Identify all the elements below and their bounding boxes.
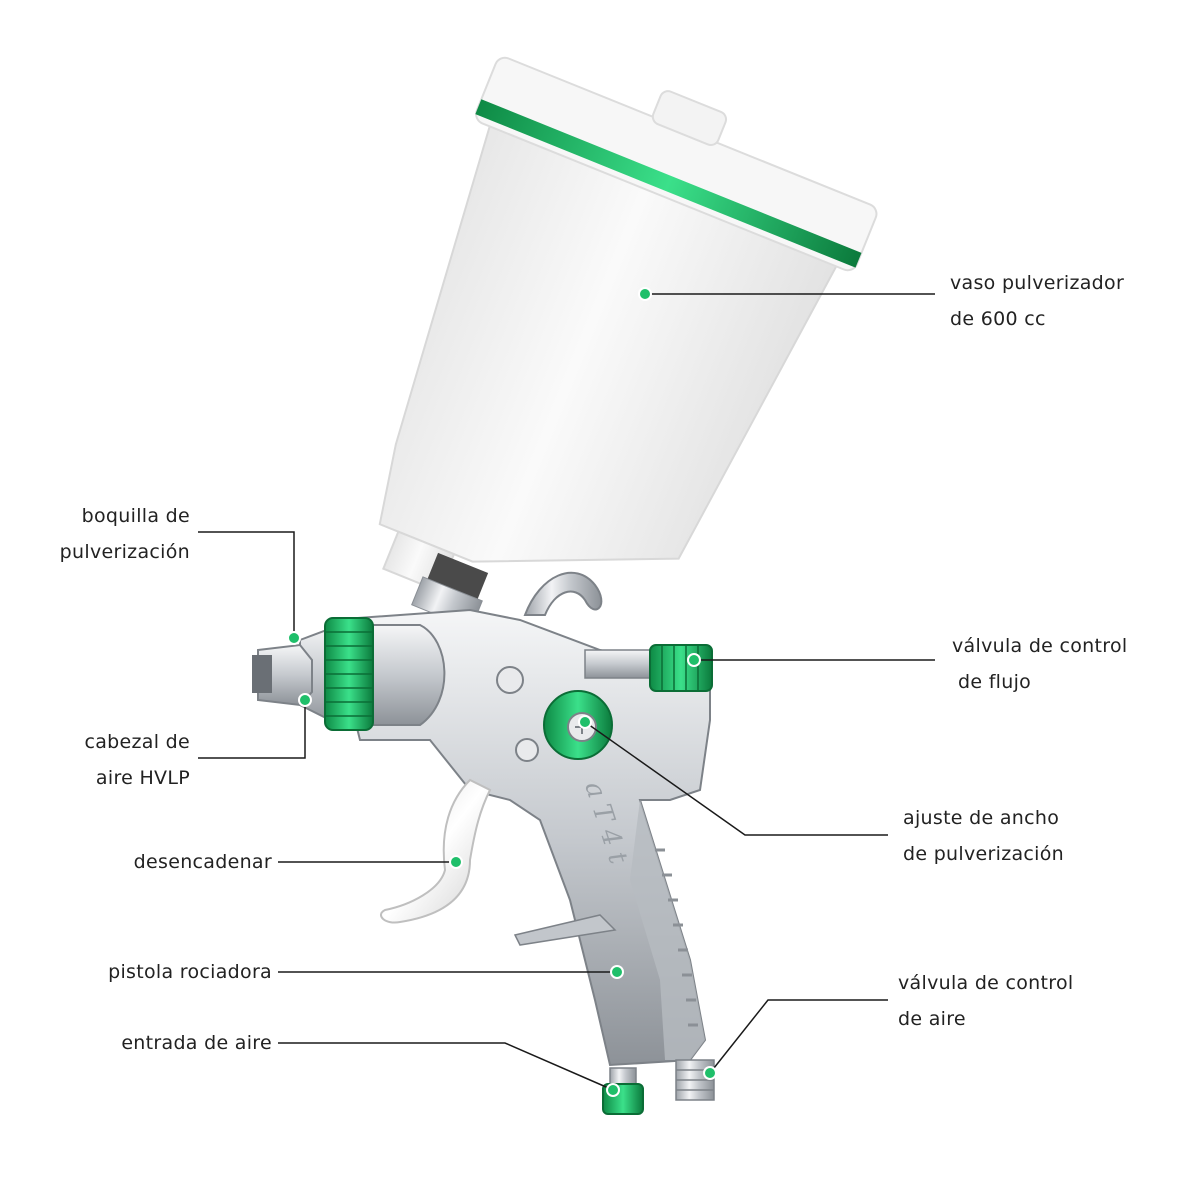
fan-width-knob	[543, 690, 613, 760]
label-air-cap-line2: aire HVLP	[95, 767, 190, 789]
label-nozzle: boquilla de pulverización	[30, 498, 190, 570]
marker-fan-adjust	[578, 715, 592, 729]
air-control-valve	[675, 1059, 715, 1101]
label-fan-adjust-line1: ajuste de ancho	[903, 807, 1060, 829]
label-nozzle-line1: boquilla de	[81, 505, 190, 527]
label-air-valve-line2: de aire	[898, 1008, 966, 1030]
label-fan-adjust-line2: de pulverización	[903, 843, 1065, 865]
label-flow-valve-line1: válvula de control	[952, 635, 1128, 657]
marker-cup	[638, 287, 652, 301]
cup-green-band	[475, 99, 862, 268]
leader-air-cap	[198, 702, 306, 759]
label-flow-valve-line2: de flujo	[958, 671, 1032, 693]
label-trigger-line1: desencadenar	[133, 851, 272, 873]
label-air-valve-line1: válvula de control	[898, 972, 1074, 994]
label-air-valve: válvula de control de aire	[898, 965, 1073, 1037]
marker-gun-body	[610, 965, 624, 979]
marker-air-valve	[703, 1066, 717, 1080]
leader-fan-adjust	[584, 721, 888, 836]
leader-nozzle	[198, 531, 295, 638]
flow-control-knob	[649, 644, 713, 692]
label-cup: vaso pulverizador de 600 cc	[950, 265, 1124, 337]
label-trigger: desencadenar	[20, 844, 272, 880]
marker-trigger	[449, 855, 463, 869]
label-gun-body-line1: pistola rociadora	[108, 961, 272, 983]
label-gun-body: pistola rociadora	[20, 954, 272, 990]
label-cup-line1: vaso pulverizador	[950, 272, 1125, 294]
leader-air-valve	[709, 999, 888, 1074]
trigger-lever	[380, 778, 492, 924]
label-air-inlet-line1: entrada de aire	[121, 1032, 272, 1054]
air-cap-assembly	[252, 617, 446, 731]
label-cup-line2: de 600 cc	[950, 308, 1046, 330]
marker-air-inlet	[606, 1083, 620, 1097]
gun-body: a T 4 t	[328, 571, 711, 1067]
label-nozzle-line2: pulverización	[59, 541, 190, 563]
label-air-cap-line1: cabezal de	[84, 731, 190, 753]
leader-air-inlet	[278, 1042, 614, 1091]
paint-cup	[378, 56, 878, 593]
label-air-cap: cabezal de aire HVLP	[30, 724, 190, 796]
label-fan-adjust: ajuste de ancho de pulverización	[903, 800, 1064, 872]
marker-nozzle	[287, 631, 301, 645]
marker-flow-valve	[687, 653, 701, 667]
label-flow-valve: válvula de control de flujo	[952, 628, 1127, 700]
marker-air-cap	[298, 693, 312, 707]
label-air-inlet: entrada de aire	[20, 1025, 272, 1061]
